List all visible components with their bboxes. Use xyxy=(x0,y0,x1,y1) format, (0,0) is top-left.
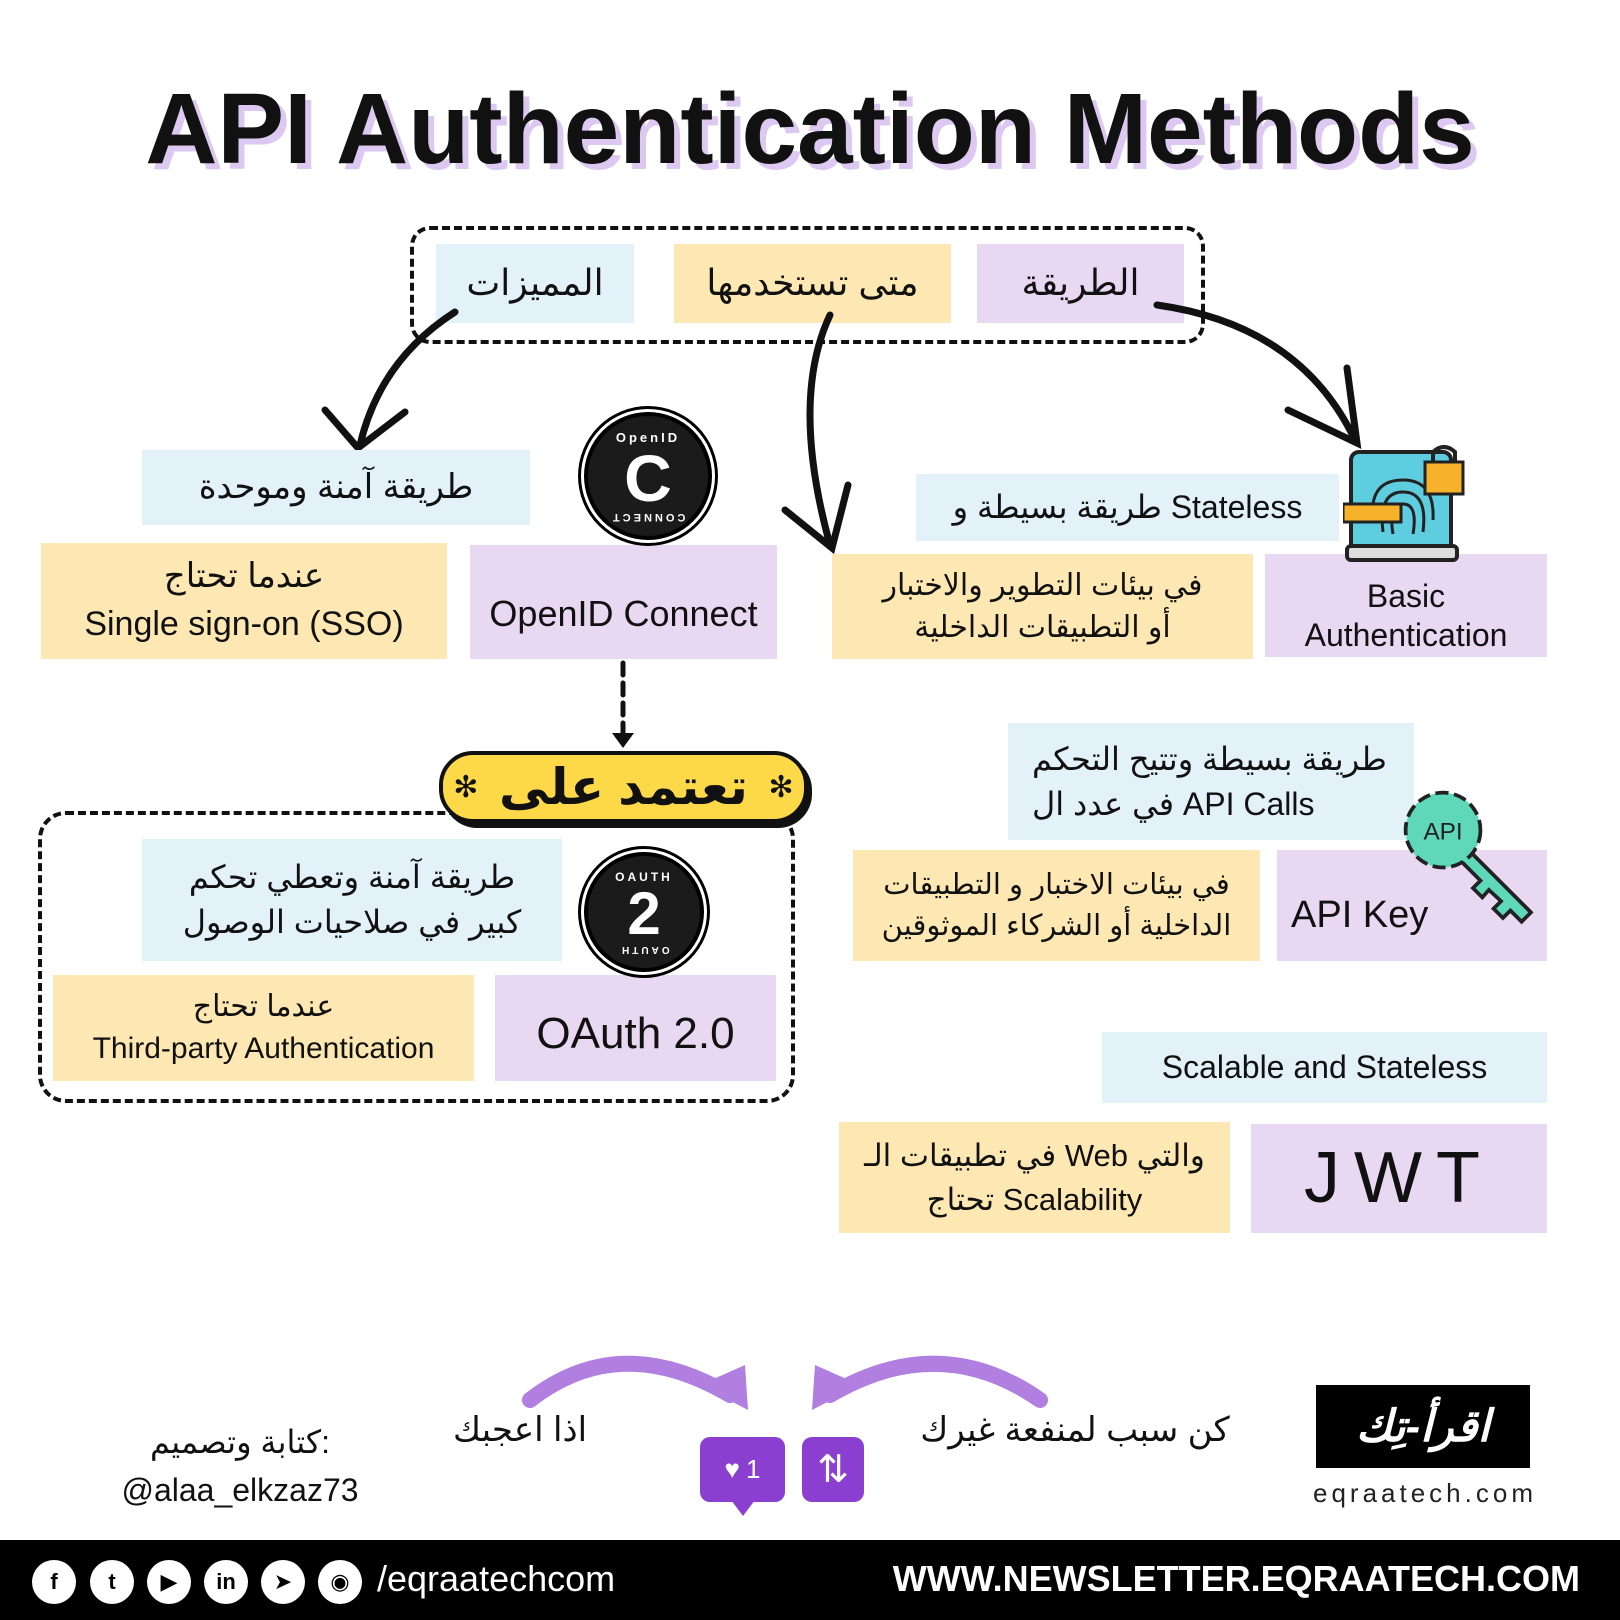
eqraatech-logo: اقرأ-تِك xyxy=(1316,1385,1530,1468)
facebook-icon[interactable]: f xyxy=(32,1560,76,1604)
like-count: 1 xyxy=(745,1454,761,1484)
arrow-share xyxy=(822,1355,1048,1408)
credit: كتابة وتصميم: @alaa_elkzaz73 xyxy=(80,1418,400,1514)
openid-logo: OpenID C CONNECT xyxy=(584,412,712,540)
apikey-feature: طريقة بسيطة وتتيح التحكم في عدد ال API C… xyxy=(1008,723,1414,840)
star-icon: ✻ xyxy=(768,770,794,804)
jwt-name: JWT xyxy=(1251,1124,1547,1233)
basic-feature: طريقة بسيطة و Stateless xyxy=(916,474,1339,541)
oauth-when-line2: Third-party Authentication xyxy=(92,1032,435,1065)
openid-logo-bottom: CONNECT xyxy=(610,510,686,523)
basic-name-line2: Authentication xyxy=(1304,616,1508,653)
oauth-logo-top: OAUTH xyxy=(615,869,673,884)
like-button[interactable]: ♥1 xyxy=(700,1437,785,1502)
arrow-when xyxy=(806,311,834,549)
oauth-logo: OAUTH 2 OAUTH xyxy=(584,852,704,972)
retweet-button[interactable]: ⇅ xyxy=(802,1437,864,1502)
apikey-when-line1: في بيئات الاختبار و التطبيقات xyxy=(883,868,1230,901)
newsletter-url[interactable]: WWW.NEWSLETTER.EQRAATECH.COM xyxy=(892,1558,1580,1599)
basic-when-line1: في بيئات التطوير والاختبار xyxy=(882,568,1203,602)
openid-feature: طريقة آمنة وموحدة xyxy=(142,450,530,525)
basic-when: في بيئات التطوير والاختبار أو التطبيقات … xyxy=(832,554,1253,659)
arrow-features-head xyxy=(321,406,409,453)
legend-features: المميزات xyxy=(436,244,634,323)
twitter-icon[interactable]: t xyxy=(90,1560,134,1604)
basic-when-line2: أو التطبيقات الداخلية xyxy=(914,610,1171,644)
oauth-logo-digit: 2 xyxy=(627,879,661,947)
apikey-name: API Key xyxy=(1277,850,1547,961)
social-handle[interactable]: /eqraatechcom xyxy=(377,1558,616,1599)
retweet-icon: ⇅ xyxy=(817,1449,849,1491)
heart-icon: ♥ xyxy=(724,1454,740,1484)
arrow-method-head xyxy=(1284,364,1362,449)
openid-when: عندما تحتاج Single sign-on (SSO) xyxy=(41,543,447,659)
arrow-when-head xyxy=(781,481,852,555)
api-key-icon-label: API xyxy=(1423,818,1462,845)
apikey-when-line2: الداخلية أو الشركاء الموثوقين xyxy=(881,909,1232,942)
star-icon: ✻ xyxy=(453,770,479,804)
github-icon[interactable]: ◉ xyxy=(318,1560,362,1604)
jwt-feature: Scalable and Stateless xyxy=(1102,1032,1547,1103)
jwt-when-line1: في تطبيقات الـ Web والتي xyxy=(864,1138,1205,1174)
legend-method: الطريقة xyxy=(977,244,1184,323)
apikey-when: في بيئات الاختبار و التطبيقات الداخلية أ… xyxy=(853,850,1260,961)
legend-when: متى تستخدمها xyxy=(674,244,951,323)
jwt-when: في تطبيقات الـ Web والتي تحتاج Scalabili… xyxy=(839,1122,1230,1233)
telegram-icon[interactable]: ➤ xyxy=(261,1560,305,1604)
basic-name: Basic Authentication xyxy=(1265,554,1547,657)
oauth-feature-line1: طريقة آمنة وتعطي تحكم xyxy=(188,859,516,896)
linkedin-icon[interactable]: in xyxy=(204,1560,248,1604)
oauth-when: عندما تحتاج Third-party Authentication xyxy=(53,975,474,1081)
footer-bar: f t ▶ in ➤ ◉ /eqraatechcom WWW.NEWSLETTE… xyxy=(0,1540,1620,1620)
page-title: API Authentication Methods xyxy=(145,73,1475,185)
like-text: اذا اعجبك xyxy=(452,1411,588,1449)
oauth-name: OAuth 2.0 xyxy=(495,975,776,1081)
apikey-feature-line2: في عدد ال API Calls xyxy=(1032,785,1315,822)
credit-handle[interactable]: @alaa_elkzaz73 xyxy=(121,1472,359,1508)
apikey-feature-line1: طريقة بسيطة وتتيح التحكم xyxy=(1032,740,1387,777)
openid-when-line2: Single sign-on (SSO) xyxy=(84,605,404,643)
relies-on-label: تعتمد على xyxy=(499,759,748,815)
share-text: كن سبب لمنفعة غيرك xyxy=(920,1411,1230,1449)
jwt-when-line2: تحتاج Scalability xyxy=(926,1181,1143,1217)
openid-logo-letter: C xyxy=(624,440,672,515)
relies-on-badge: ✻ تعتمد على ✻ xyxy=(439,751,808,823)
basic-name-line1: Basic xyxy=(1366,578,1446,615)
openid-logo-top: OpenID xyxy=(615,429,681,445)
arrow-method xyxy=(1153,301,1359,444)
legend-frame xyxy=(410,226,1205,344)
openid-when-line1: عندما تحتاج xyxy=(163,557,325,596)
oauth-when-line1: عندما تحتاج xyxy=(192,990,335,1023)
oauth-frame xyxy=(38,811,795,1103)
youtube-icon[interactable]: ▶ xyxy=(147,1560,191,1604)
oauth-feature-line2: كبير في صلاحيات الوصول xyxy=(182,904,522,940)
site-link[interactable]: eqraatech.com xyxy=(1313,1478,1537,1508)
fingerprint-lock-icon xyxy=(1343,445,1465,562)
arrow-like xyxy=(522,1355,738,1408)
oauth-logo-bottom: OAUTH xyxy=(618,943,670,955)
openid-name: OpenID Connect xyxy=(470,545,777,659)
oauth-feature: طريقة آمنة وتعطي تحكم كبير في صلاحيات ال… xyxy=(142,839,562,961)
api-key-icon: API xyxy=(1403,790,1534,925)
credit-label: كتابة وتصميم: xyxy=(149,1424,331,1460)
arrow-features xyxy=(356,308,459,449)
